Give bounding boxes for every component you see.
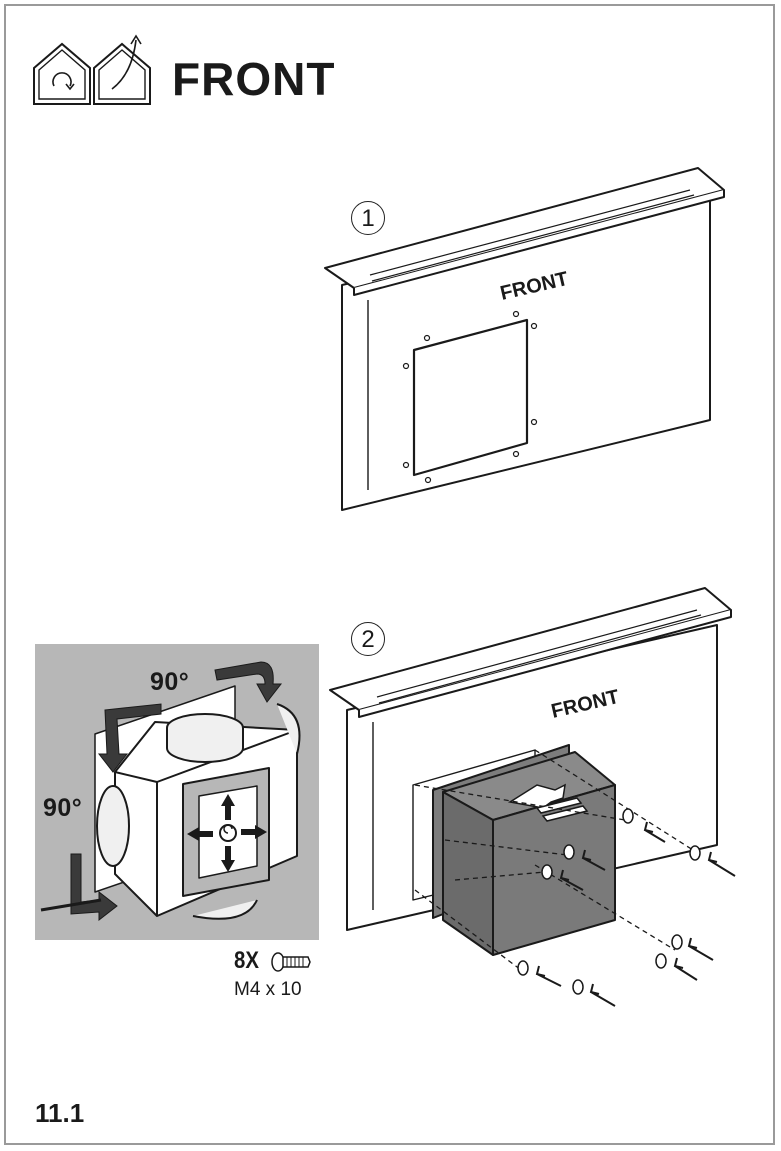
extraction-icon xyxy=(93,34,151,105)
push-arrow-icon xyxy=(507,783,589,822)
step-1-number: 1 xyxy=(351,201,385,235)
screw-icon xyxy=(271,952,311,972)
screw-size: M4 x 10 xyxy=(234,979,302,1000)
airflow-directions-icon xyxy=(187,794,267,872)
screw-guide-lines xyxy=(414,749,694,971)
screw-count: 8X xyxy=(234,947,259,974)
page-frame xyxy=(4,4,775,1145)
duct-opening xyxy=(412,318,529,477)
fan-module-panel: 90° 90° xyxy=(35,644,319,940)
rotation-angle-top: 90° xyxy=(150,668,190,696)
header-icons xyxy=(33,34,151,105)
screws xyxy=(517,808,701,995)
rotation-angle-left: 90° xyxy=(43,794,83,822)
screw-direction-arrows xyxy=(535,821,736,1007)
page-title: FRONT xyxy=(172,53,336,105)
step-2-hood-illustration: FRONT xyxy=(329,587,736,1007)
mounting-holes xyxy=(402,310,538,484)
step-2-number: 2 xyxy=(351,622,385,656)
fan-module-illustration xyxy=(40,661,301,922)
page-number: 11.1 xyxy=(35,1098,85,1128)
recirculation-icon xyxy=(33,42,91,105)
step-1-hood-illustration: FRONT xyxy=(324,167,725,511)
